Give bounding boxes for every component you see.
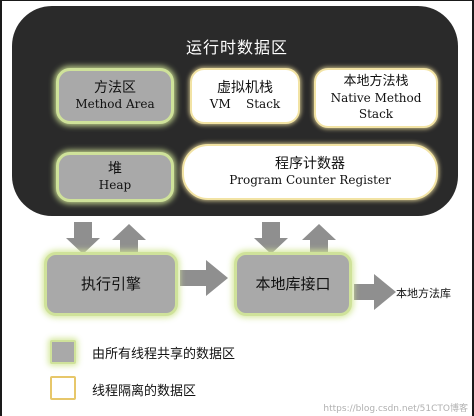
native-method-library-label: 本地方法库 bbox=[396, 287, 451, 300]
execution-engine-label: 执行引擎 bbox=[80, 275, 141, 293]
native-method-stack-en2: Stack bbox=[358, 107, 394, 121]
native-method-stack-box: 本地方法栈 Native Method Stack bbox=[314, 68, 438, 128]
native-method-stack-en1: Native Method bbox=[330, 91, 422, 105]
arrow-down-runtime-to-engine bbox=[66, 222, 100, 254]
program-counter-register-cn: 程序计数器 bbox=[275, 156, 345, 172]
watermark: https://blog.csdn.net/51CTO博客 bbox=[323, 404, 468, 414]
arrow-right-engine-to-native-interface bbox=[180, 260, 228, 296]
heap-box: 堆 Heap bbox=[56, 152, 174, 202]
method-area-en: Method Area bbox=[75, 97, 155, 111]
execution-engine-box: 执行引擎 bbox=[44, 252, 178, 316]
arrow-up-engine-to-runtime bbox=[112, 224, 146, 256]
legend-shared-label: 由所有线程共享的数据区 bbox=[92, 347, 236, 362]
method-area-box: 方法区 Method Area bbox=[56, 68, 174, 124]
arrow-right-native-interface-to-library bbox=[354, 274, 396, 310]
method-area-cn: 方法区 bbox=[94, 80, 136, 96]
heap-en: Heap bbox=[98, 178, 132, 192]
heap-cn: 堆 bbox=[108, 161, 122, 177]
vm-stack-cn: 虚拟机栈 bbox=[217, 80, 273, 96]
program-counter-register-box: 程序计数器 Program Counter Register bbox=[182, 144, 438, 200]
vm-stack-box: 虚拟机栈 VM Stack bbox=[190, 68, 300, 124]
program-counter-register-en: Program Counter Register bbox=[229, 173, 391, 187]
arrow-up-native-interface-to-runtime bbox=[302, 224, 336, 256]
arrow-down-runtime-to-native-interface bbox=[254, 222, 288, 254]
legend-shared-swatch bbox=[50, 340, 76, 364]
runtime-data-area-title: 运行时数据区 bbox=[185, 38, 288, 57]
legend-isolated-swatch bbox=[50, 376, 76, 400]
legend-isolated-label: 线程隔离的数据区 bbox=[92, 384, 197, 399]
native-interface-box: 本地库接口 bbox=[234, 252, 352, 316]
vm-stack-en: VM Stack bbox=[209, 97, 281, 111]
native-interface-label: 本地库接口 bbox=[255, 275, 331, 293]
native-method-stack-cn: 本地方法栈 bbox=[343, 74, 409, 89]
